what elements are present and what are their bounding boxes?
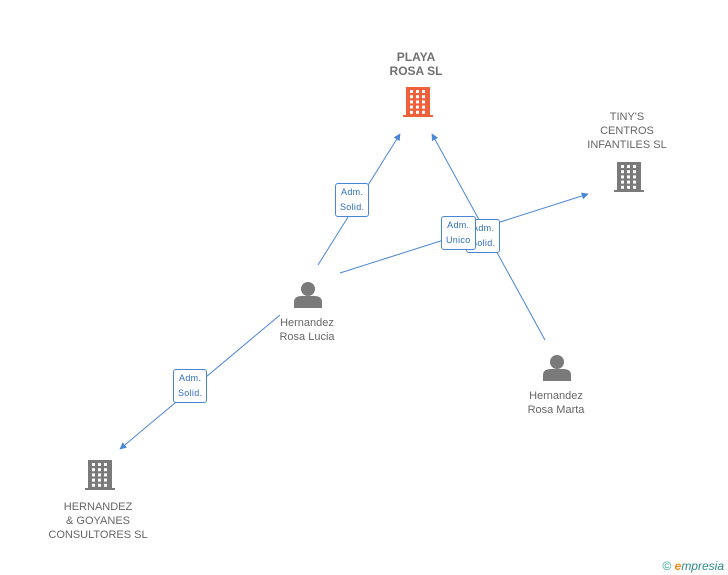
node-label-line: Rosa Marta (527, 404, 585, 416)
edge-label-line: Solid. (178, 388, 203, 398)
hyg-building-icon[interactable] (85, 460, 115, 490)
node-label-line: Rosa Lucia (279, 331, 335, 343)
brand-logo-text: mpresia (681, 559, 724, 573)
node-label-line: ROSA SL (389, 64, 443, 78)
edge-label-line: Adm. (447, 220, 470, 230)
node-label-line: Hernandez (529, 390, 583, 402)
node-label-line: INFANTILES SL (587, 139, 667, 151)
tinys-building-icon[interactable] (614, 162, 644, 192)
edge-label-line: Adm. (341, 187, 364, 197)
node-label-line: Hernandez (280, 317, 334, 329)
node-label-line: HERNANDEZ (63, 501, 133, 513)
playa-rosa-building-icon[interactable] (403, 87, 433, 117)
footer-brand: © empresia (662, 559, 724, 573)
edge-label-line: Solid. (471, 238, 496, 248)
edge-label-line: Solid. (340, 202, 365, 212)
edge-label-lucia-hyg[interactable]: Adm. Solid. (173, 369, 208, 403)
node-label-line: PLAYA (396, 50, 436, 64)
copyright-icon: © (662, 559, 672, 573)
edge-label-line: Adm. (179, 373, 202, 383)
lucia-person-icon[interactable] (294, 282, 322, 308)
node-label-line: & GOYANES (66, 515, 130, 527)
node-label-line: CONSULTORES SL (48, 529, 148, 541)
brand-logo-initial: e (674, 559, 682, 573)
edge-label-lucia-playa[interactable]: Adm. Solid. (335, 183, 370, 217)
node-label-hyg[interactable]: HERNANDEZ & GOYANES CONSULTORES SL (48, 500, 147, 542)
marta-person-icon[interactable] (543, 355, 571, 381)
node-label-playa-rosa[interactable]: PLAYA ROSA SL (390, 50, 443, 78)
node-label-line: CENTROS (600, 125, 654, 137)
node-label-tinys[interactable]: TINY'S CENTROS INFANTILES SL (587, 110, 666, 152)
node-label-marta[interactable]: Hernandez Rosa Marta (528, 389, 585, 417)
edge-label-line: Adm. (472, 223, 495, 233)
node-label-line: TINY'S (609, 111, 645, 123)
edge-label-lucia-tinys[interactable]: Adm. Unico (441, 216, 476, 250)
edge-label-line: Unico (446, 235, 471, 245)
node-label-lucia[interactable]: Hernandez Rosa Lucia (279, 316, 334, 344)
